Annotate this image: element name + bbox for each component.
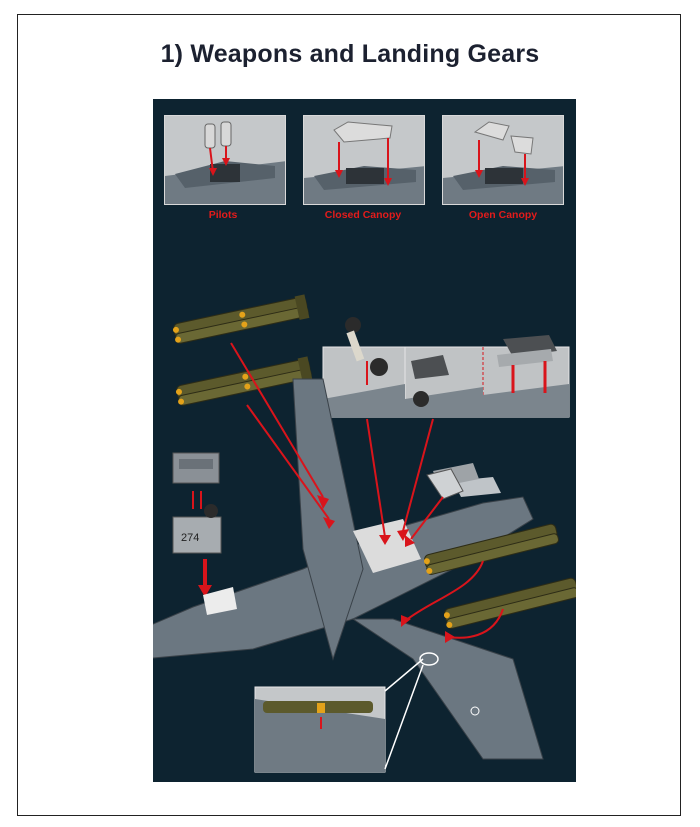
arrow-heads bbox=[317, 495, 455, 643]
closed-canopy-image bbox=[304, 116, 424, 204]
landing-gear-inset bbox=[322, 317, 570, 418]
nose-number-label: 274 bbox=[181, 532, 199, 544]
missile-rack-upper-left bbox=[172, 294, 310, 344]
missile-rack-upper-right bbox=[423, 523, 559, 575]
thumbnail-label-open-canopy: Open Canopy bbox=[468, 209, 538, 221]
canopy-part bbox=[426, 468, 464, 500]
pilots-image bbox=[165, 116, 285, 204]
illustration-panel: Pilots Closed Canopy Op bbox=[153, 99, 576, 782]
page-title: 1) Weapons and Landing Gears bbox=[160, 40, 540, 68]
bottom-detail-inset bbox=[254, 652, 439, 773]
thumbnail-label-closed-canopy: Closed Canopy bbox=[324, 209, 402, 221]
pylon-detail: 274 bbox=[172, 452, 222, 597]
thumbnail-pilots bbox=[164, 115, 286, 205]
missile-rack-lower-right bbox=[443, 577, 576, 629]
thumbnail-label-pilots: Pilots bbox=[208, 209, 238, 221]
thumbnail-open-canopy bbox=[442, 115, 564, 205]
open-canopy-image bbox=[443, 116, 563, 204]
aircraft-body bbox=[153, 378, 544, 760]
aircraft-illustration: 274 bbox=[153, 294, 576, 773]
thumbnail-closed-canopy bbox=[303, 115, 425, 205]
missile-rack-lower-left bbox=[175, 356, 313, 406]
